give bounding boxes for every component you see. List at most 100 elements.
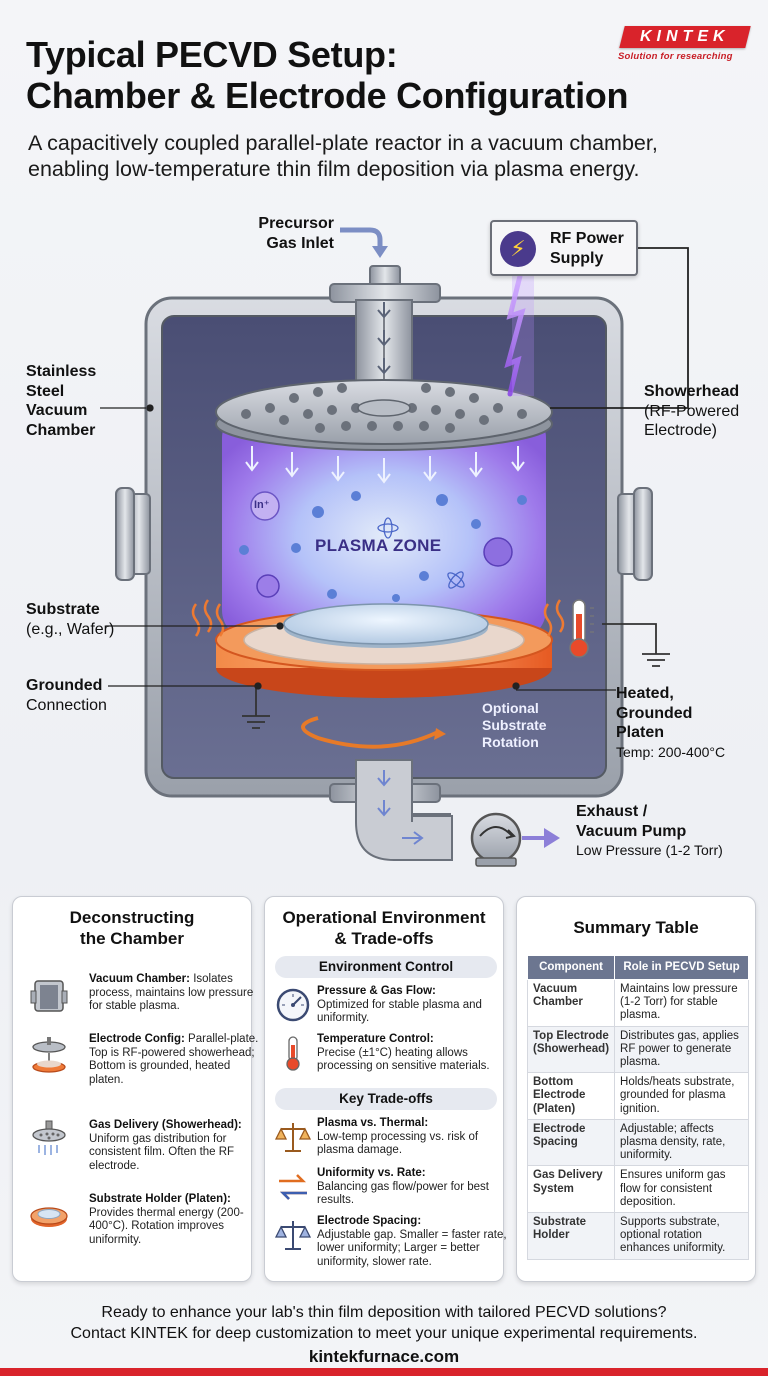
table-cell-component: Bottom Electrode (Platen) xyxy=(526,1072,616,1120)
showerhead-sub-2: Electrode) xyxy=(644,422,717,439)
item-body: Provides thermal energy (200-400°C). Rot… xyxy=(89,1206,244,1246)
item-body: Optimized for stable plasma and uniformi… xyxy=(317,998,482,1025)
table-row: Vacuum Chamber Maintains low pressure (1… xyxy=(526,979,749,1027)
table-cell-component: Top Electrode (Showerhead) xyxy=(526,1025,616,1074)
swap-arrows-icon xyxy=(279,1174,307,1200)
ground-symbol-left-icon xyxy=(242,686,270,729)
plasma-zone-label: PLASMA ZONE xyxy=(315,536,442,555)
panel3-title: Summary Table xyxy=(573,918,699,937)
table-cell-role: Supports substrate, optional rotation en… xyxy=(614,1212,749,1260)
item-body: Uniform gas distribution for consistent … xyxy=(89,1132,235,1172)
grounded-label: Grounded Connection xyxy=(26,676,107,715)
title-line-2: Chamber & Electrode Configuration xyxy=(26,75,629,116)
balance-scale-icon xyxy=(274,1221,312,1250)
table-header-role: Role in PECVD Setup xyxy=(614,955,749,980)
table-cell-component: Vacuum Chamber xyxy=(526,979,616,1027)
electrode-config-icon xyxy=(32,1037,66,1073)
showerhead-sub-1: (RF-Powered xyxy=(644,402,740,420)
panel1-title-line-2: the Chamber xyxy=(80,929,184,948)
panel2-title-line-1: Operational Environment xyxy=(282,908,486,927)
platen-icon xyxy=(30,1207,68,1227)
table-cell-role: Maintains low pressure (1-2 Torr) for st… xyxy=(614,979,749,1027)
summary-table: Component Role in PECVD Setup Vacuum Cha… xyxy=(526,955,749,1260)
showerhead-electrode xyxy=(215,379,553,451)
item-head: Gas Delivery (Showerhead): xyxy=(89,1119,242,1131)
vacuum-chamber-line-3: Vacuum xyxy=(26,402,88,419)
rotation-line-3: Rotation xyxy=(482,734,539,750)
gas-inlet-line-2: Gas Inlet xyxy=(266,234,334,252)
page-subtitle: A capacitively coupled parallel-plate re… xyxy=(28,130,748,182)
deconstructing-panel: Deconstructing the Chamber Vacuum Chambe… xyxy=(12,896,258,1282)
rf-power-line-2: Supply xyxy=(550,250,604,267)
key-tradeoffs-header: Key Trade-offs xyxy=(275,1088,497,1110)
item-head: Substrate Holder (Platen): xyxy=(89,1193,231,1205)
table-row: Substrate Holder Supports substrate, opt… xyxy=(526,1212,749,1260)
thermometer-icon xyxy=(286,1036,300,1071)
substrate-wafer xyxy=(283,603,489,648)
item-head: Vacuum Chamber: xyxy=(89,973,190,985)
substrate-sub: (e.g., Wafer) xyxy=(26,620,115,638)
rotation-line-1: Optional xyxy=(482,700,539,716)
operational-panel: Operational Environment & Trade-offs Env… xyxy=(264,896,507,1282)
grounded-title: Grounded xyxy=(26,677,103,694)
exhaust-pipe xyxy=(329,759,453,861)
pecvd-diagram xyxy=(100,227,689,867)
environment-control-header: Environment Control xyxy=(275,956,497,978)
vacuum-chamber-line-1: Stainless xyxy=(26,363,97,380)
platen-line-1: Heated, xyxy=(616,685,674,702)
item-body: Precise (±1°C) heating allows processing… xyxy=(317,1046,490,1073)
item-body: Adjustable gap. Smaller = faster rate, l… xyxy=(317,1228,507,1268)
trade-item-text: Electrode Spacing:Adjustable gap. Smalle… xyxy=(317,1215,507,1269)
platen-line-2: Grounded xyxy=(616,704,693,722)
vacuum-chamber-line-4: Chamber xyxy=(26,421,96,439)
item-body: Parallel-plate. Top is RF-powered shower… xyxy=(89,1033,259,1086)
table-row: Gas Delivery System Ensures uniform gas … xyxy=(526,1165,749,1214)
item-body: Isolates process, maintains low pressure… xyxy=(89,973,254,1012)
item-head: Electrode Config: xyxy=(89,1033,185,1045)
rf-power-line-1: RF Power xyxy=(550,230,624,247)
logo-tagline: Solution for researching xyxy=(618,51,733,62)
panel1-title: Deconstructing the Chamber xyxy=(13,907,251,949)
platen-line-3: Platen xyxy=(616,724,665,741)
vacuum-chamber-line-2: Steel xyxy=(26,382,65,400)
panel1-item-text: Vacuum Chamber: Isolates process, mainta… xyxy=(89,973,259,1014)
grounded-sub: Connection xyxy=(26,696,107,714)
pressure-gauge-icon xyxy=(276,988,310,1022)
panel1-item-text: Electrode Config: Parallel-plate. Top is… xyxy=(89,1033,259,1087)
vacuum-chamber-icon xyxy=(30,980,68,1012)
item-body: Low-temp processing vs. risk of plasma d… xyxy=(317,1130,479,1157)
lightning-icon: ⚡ xyxy=(500,231,536,267)
heat-waves-icon xyxy=(191,599,565,637)
thermometer-icon xyxy=(569,599,594,658)
exhaust-line-2: Vacuum Pump xyxy=(576,822,687,840)
platen-label: Heated, Grounded Platen Temp: 200-400°C xyxy=(616,684,725,762)
rf-cable xyxy=(550,247,689,409)
rf-power-label: RF Power Supply xyxy=(550,229,624,269)
showerhead-icon xyxy=(32,1120,66,1155)
exhaust-flow-arrows xyxy=(377,770,424,845)
bottom-brand-bar xyxy=(0,1368,768,1376)
table-cell-role: Adjustable; affects plasma density, rate… xyxy=(614,1118,749,1167)
table-row: Bottom Electrode (Platen) Holds/heats su… xyxy=(526,1072,749,1120)
table-header-component: Component xyxy=(526,955,616,980)
table-cell-component: Electrode Spacing xyxy=(526,1118,616,1167)
gas-inlet-line-1: Precursor xyxy=(258,215,334,232)
showerhead-title: Showerhead xyxy=(644,383,740,400)
item-head: Temperature Control: xyxy=(317,1033,434,1045)
table-cell-role: Distributes gas, applies RF power to gen… xyxy=(614,1025,749,1074)
title-line-1: Typical PECVD Setup: xyxy=(26,34,398,75)
showerhead-label: Showerhead (RF-Powered Electrode) xyxy=(644,382,739,441)
exhaust-line-1: Exhaust / xyxy=(576,803,648,820)
footer-website-link[interactable]: kintekfurnace.com xyxy=(308,1347,460,1366)
balance-scale-icon xyxy=(274,1123,312,1152)
footer-line-1: Ready to enhance your lab's thin film de… xyxy=(101,1304,667,1321)
footer-line-2: Contact KINTEK for deep customization to… xyxy=(70,1325,698,1342)
panel1-item-text: Substrate Holder (Platen): Provides ther… xyxy=(89,1193,259,1247)
vacuum-chamber-label: Stainless Steel Vacuum Chamber xyxy=(26,362,96,440)
kintek-logo[interactable]: KINTEK Solution for researching xyxy=(618,26,751,66)
rotation-line-2: Substrate xyxy=(482,717,547,733)
plasma-particles xyxy=(239,491,527,602)
left-flange xyxy=(115,487,151,581)
summary-panel: Summary Table Component Role in PECVD Se… xyxy=(516,896,756,1282)
platen-temp: Temp: 200-400°C xyxy=(616,743,726,760)
